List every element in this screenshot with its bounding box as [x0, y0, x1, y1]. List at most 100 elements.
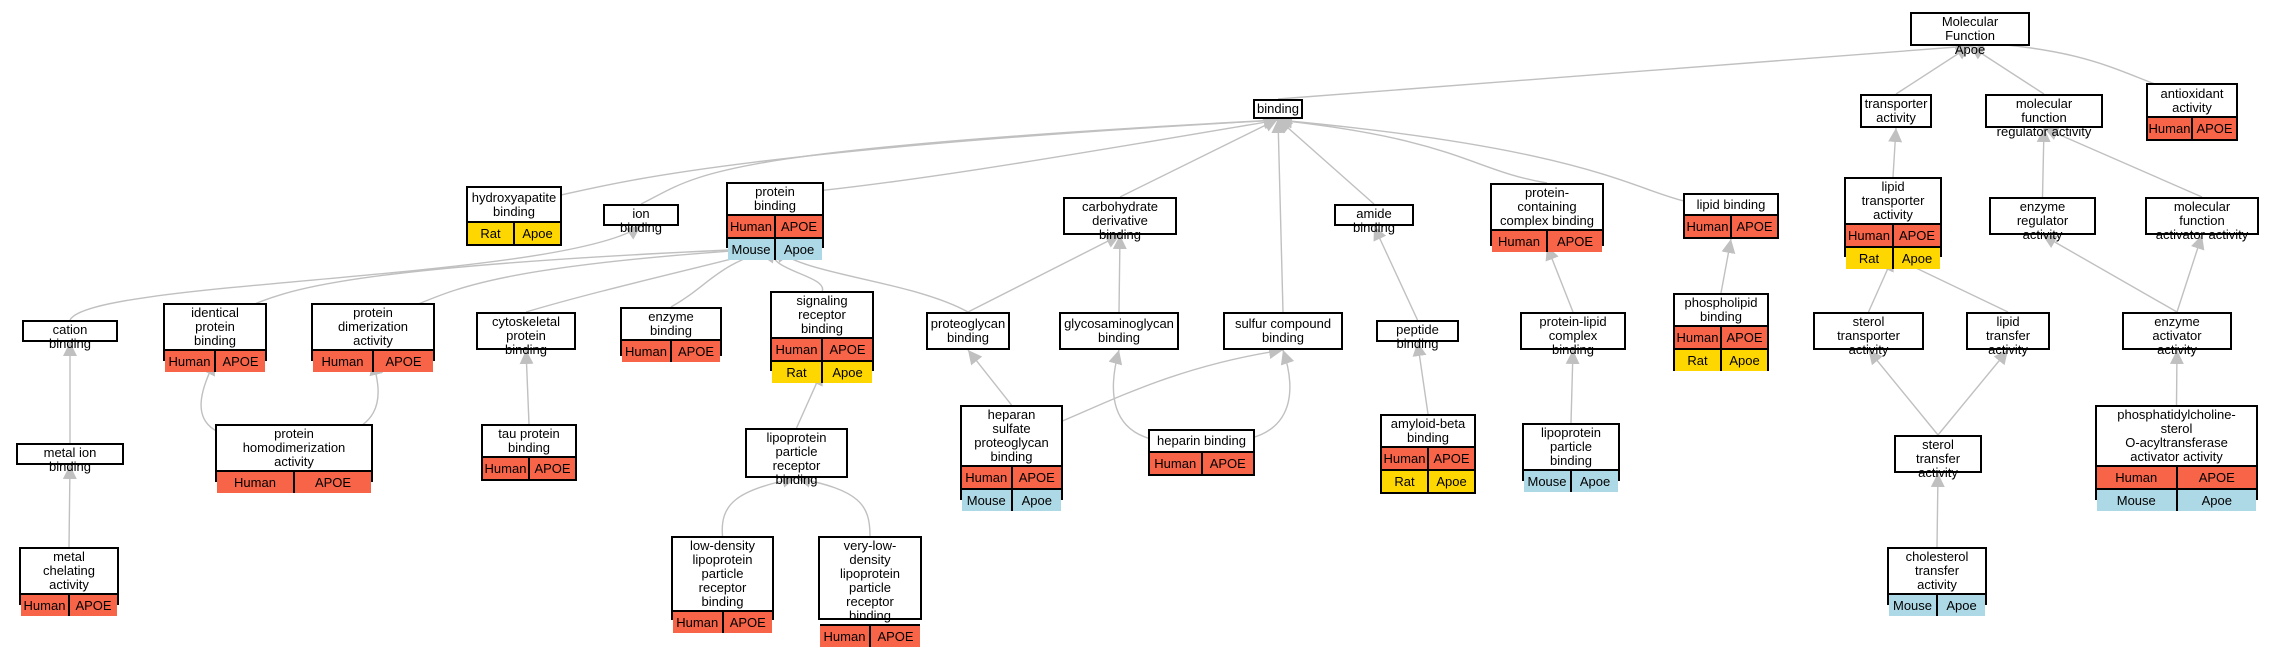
gene-label: Apoe: [1720, 350, 1767, 371]
node-title: lipoprotein particle receptor binding: [747, 430, 846, 488]
species-label: Human: [730, 219, 772, 234]
gene-label: APOE: [774, 216, 822, 237]
node-title: protein dimerization activity: [313, 305, 433, 349]
node-title: heparan sulfate proteoglycan binding: [962, 407, 1061, 465]
node-title: binding: [1255, 101, 1301, 117]
gene-label: APOE: [528, 458, 575, 479]
node-title-text: protein dimerization activity: [337, 305, 409, 348]
edge-enzact-to-mfact: [2176, 234, 2205, 313]
node-title: cholesterol transfer activity: [1889, 549, 1985, 593]
edge-steroltransfer-to-steroltrans: [1867, 349, 1939, 436]
species-label: Human: [2148, 121, 2191, 136]
gene-label: APOE: [1010, 467, 1062, 488]
species-label: Human: [676, 615, 719, 630]
node-title: phospholipid binding: [1675, 295, 1767, 325]
node-title-text: metal chelating activity: [42, 549, 96, 592]
node-title: protein-containing complex binding: [1492, 185, 1602, 229]
edge-glyco-to-carbo: [1112, 234, 1127, 313]
edge-plcomplex-to-pcc: [1545, 245, 1574, 313]
species-label: Human: [234, 475, 276, 490]
gene-label: APOE: [214, 351, 265, 372]
node-binding: binding: [1253, 99, 1303, 119]
node-title: protein homodimerization activity: [217, 426, 371, 470]
gene-label: Apoe: [774, 239, 822, 260]
edge-mfreg-to-mf: [1969, 45, 2045, 95]
node-title: lipid binding: [1685, 195, 1777, 214]
gene-label: Apoe: [513, 223, 560, 244]
node-title-text: peptide binding: [1396, 322, 1439, 351]
node-title-text: antioxidant activity: [2160, 85, 2224, 115]
species-label: Human: [484, 461, 527, 476]
gene-label: Apoe: [1892, 248, 1940, 269]
node-mfreg: molecular function regulator activity: [1985, 94, 2103, 139]
node-lprb: lipoprotein particle receptor binding: [745, 428, 848, 487]
node-title-text: lipid transfer activity: [1985, 314, 2031, 357]
node-title: low-density lipoprotein particle recepto…: [673, 538, 772, 610]
edge-sulfur-to-binding: [1271, 118, 1286, 313]
node-plcomplex: protein-lipid complex binding: [1520, 312, 1626, 357]
node-title: transporter activity: [1862, 96, 1930, 126]
node-title: proteoglycan binding: [928, 314, 1008, 348]
edge-enzreg-to-mfreg: [2036, 127, 2051, 198]
node-title: amyloid-beta binding: [1382, 416, 1474, 446]
edge-protein-to-binding: [774, 115, 1279, 196]
node-title: protein-lipid complex binding: [1522, 314, 1624, 358]
node-steroltrans: sterol transporter activity: [1813, 312, 1924, 357]
node-title: antioxidant activity: [2148, 85, 2236, 116]
node-title-text: heparin binding: [1157, 433, 1246, 448]
node-title: identical protein binding: [165, 305, 265, 349]
node-enzact: enzyme activator activity: [2122, 312, 2232, 357]
node-title-text: lipoprotein particle binding: [1541, 425, 1601, 468]
node-sulfur: sulfur compound binding: [1223, 312, 1343, 350]
node-title: enzyme activator activity: [2124, 314, 2230, 358]
edge-lppb-to-plcomplex: [1565, 349, 1580, 424]
node-title-text: binding: [1257, 101, 1299, 116]
species-label: Mouse: [1892, 598, 1933, 613]
edge-ion-to-binding: [640, 113, 1279, 205]
node-title-text: cytoskeletal protein binding: [492, 314, 560, 357]
gene-label: APOE: [372, 351, 433, 372]
node-title-text: signaling receptor binding: [796, 293, 848, 336]
node-peptide: peptide binding: [1376, 320, 1459, 351]
gene-label: Apoe: [1936, 595, 1985, 616]
species-label: Human: [321, 354, 364, 369]
node-title: peptide binding: [1378, 322, 1457, 352]
edge-heparansulf-to-proteo: [967, 349, 1013, 406]
node-glyco: glycosaminoglycan binding: [1059, 312, 1179, 350]
node-title: metal chelating activity: [21, 549, 117, 593]
node-title-text: metal ion binding: [43, 445, 97, 474]
node-pcsterol: phosphatidylcholine-sterol O-acyltransfe…: [2095, 405, 2258, 511]
node-lipidtransfer: lipid transfer activity: [1966, 312, 2050, 357]
species-label: Rat: [480, 226, 501, 241]
node-title-text: lipoprotein particle receptor binding: [766, 430, 827, 487]
node-title-text: molecular function regulator activity: [1996, 96, 2092, 139]
node-title: phosphatidylcholine-sterol O-acyltransfe…: [2097, 407, 2256, 465]
node-title-text: ion binding: [620, 206, 662, 235]
node-title-text: protein-lipid complex binding: [1539, 314, 1607, 357]
edge-vldl-to-lprb: [796, 473, 871, 537]
